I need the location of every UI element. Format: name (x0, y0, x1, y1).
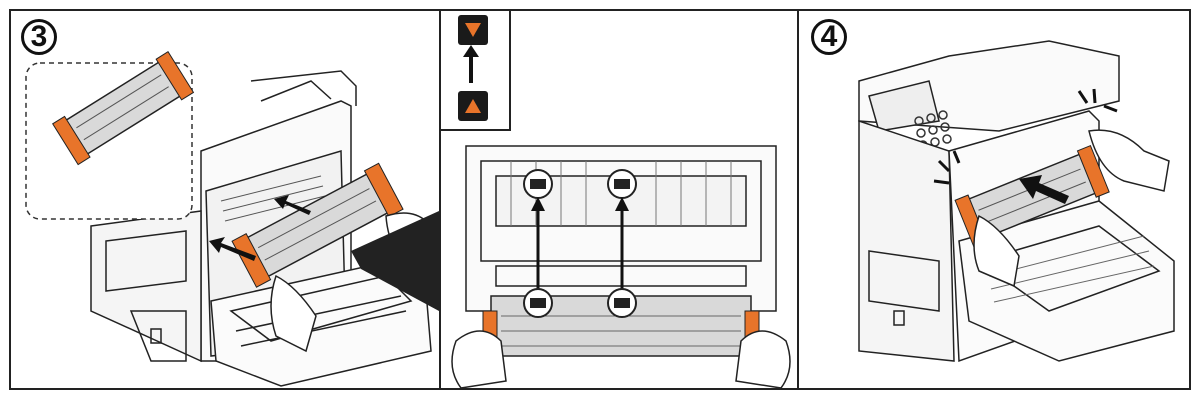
step-number-badge: 3 (21, 19, 57, 55)
fuser-alignment-illustration (451, 145, 791, 388)
orientation-legend (441, 11, 511, 131)
triangle-up-icon (458, 91, 488, 121)
panel-step-3: 3 (11, 11, 441, 388)
triangle-down-icon (458, 15, 488, 45)
arrow-up-icon (469, 51, 473, 83)
printer-open-illustration (25, 51, 439, 387)
step-number-badge: 4 (811, 19, 847, 55)
panel-step-4: 4 (799, 11, 1189, 388)
panel-detail (441, 11, 799, 388)
instruction-strip: 3 (9, 9, 1191, 390)
printer-insert-illustration (858, 40, 1175, 363)
